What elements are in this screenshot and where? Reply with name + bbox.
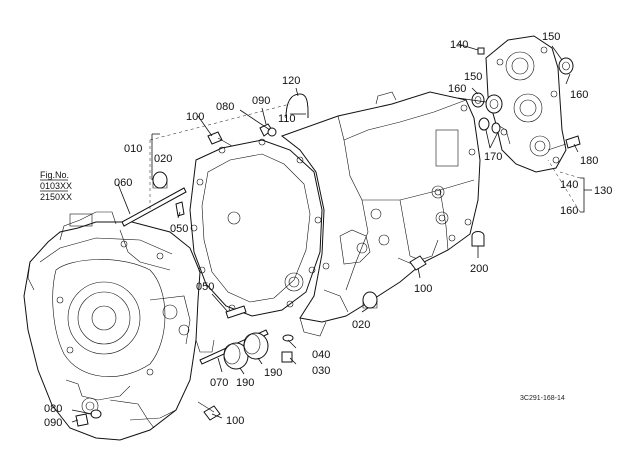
callout-070: 070 <box>210 377 228 389</box>
callout-100-mid: 100 <box>414 283 432 295</box>
pipe-120 <box>285 93 309 119</box>
washer-040 <box>282 334 294 342</box>
stud-bolt-060 <box>121 187 187 227</box>
callout-150-mid: 150 <box>464 71 482 83</box>
fig-no-range-1: 0103XX <box>40 181 72 191</box>
leader-lines <box>71 43 592 423</box>
callout-090-bottom: 090 <box>44 417 62 429</box>
oil-seal-150-top <box>558 57 574 75</box>
callout-120: 120 <box>282 75 300 87</box>
callout-050-bottom: 050 <box>196 281 214 293</box>
pin-050-bottom <box>225 305 247 319</box>
figure-note: Fig.No. 0103XX 2150XX <box>40 170 72 202</box>
callout-090-top: 090 <box>252 95 270 107</box>
callout-100-top: 100 <box>186 111 204 123</box>
bolt-100-top <box>207 131 233 147</box>
callout-080-bottom: 080 <box>44 403 62 415</box>
callout-160-left: 160 <box>448 83 466 95</box>
drawing-code: 3C291-168-14 <box>520 395 565 402</box>
bolt-140-top <box>477 47 485 55</box>
callout-190-right: 190 <box>264 367 282 379</box>
callout-050-top: 050 <box>170 223 188 235</box>
bolt-100-mid <box>397 255 427 271</box>
callout-150-top: 150 <box>542 31 560 43</box>
callout-160-right: 160 <box>570 89 588 101</box>
fig-no-range-2: 2150XX <box>40 192 72 202</box>
fig-no-label: Fig.No. <box>40 170 69 180</box>
callout-020-top: 020 <box>154 153 172 165</box>
bushing-020-top <box>152 171 168 189</box>
plug-200 <box>471 231 485 247</box>
callout-140-right: 140 <box>560 179 578 191</box>
collar-170 <box>478 117 501 134</box>
callout-140-top: 140 <box>450 39 468 51</box>
bearing-160 <box>485 94 503 114</box>
callout-110: 110 <box>278 113 296 125</box>
washer-080-bottom <box>90 409 102 419</box>
callout-190-left: 190 <box>236 377 254 389</box>
plug-190-b <box>243 332 269 360</box>
callout-060: 060 <box>114 177 132 189</box>
plug-190-a <box>223 342 249 370</box>
bushing-020-bottom <box>362 291 378 309</box>
bolt-180 <box>547 135 581 151</box>
callout-080-top: 080 <box>216 101 234 113</box>
callout-040: 040 <box>312 349 330 361</box>
callout-100-bottom: 100 <box>226 415 244 427</box>
clutch-housing <box>23 211 215 441</box>
transmission-case <box>280 91 481 337</box>
callout-180: 180 <box>580 155 598 167</box>
callout-020-bottom: 020 <box>352 319 370 331</box>
nut-090-bottom <box>75 413 89 427</box>
callout-130: 130 <box>594 185 612 197</box>
callout-labels: 150 140 150 160 160 120 090 080 110 100 … <box>44 31 612 429</box>
bolt-030 <box>281 351 293 363</box>
callout-010: 010 <box>124 143 142 155</box>
pin-050-top <box>175 201 185 217</box>
callout-170: 170 <box>484 151 502 163</box>
callout-030: 030 <box>312 365 330 377</box>
callout-160-bottom: 160 <box>560 205 578 217</box>
bolt-100-bottom <box>197 401 221 421</box>
flywheel-housing-flange <box>189 138 323 317</box>
callout-200: 200 <box>470 263 488 275</box>
